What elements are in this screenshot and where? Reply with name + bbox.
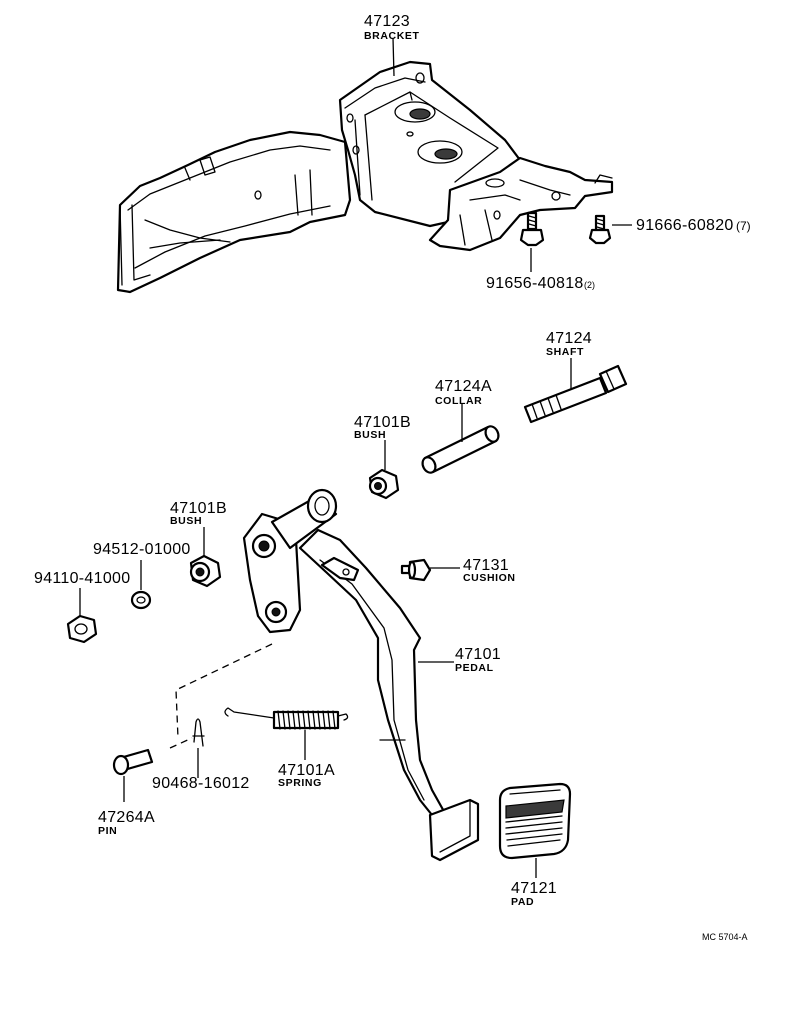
bolt-b-drawing	[519, 211, 545, 247]
cushion-drawing	[400, 558, 432, 582]
shaft-drawing	[523, 364, 628, 424]
bush-left-name: BUSH	[170, 515, 202, 527]
pad-drawing	[498, 782, 572, 860]
pedal-number: 47101	[455, 646, 501, 663]
shaft-number: 47124	[546, 330, 592, 347]
bush-left-number: 47101B	[170, 500, 227, 517]
clip-drawing	[192, 718, 205, 747]
spring-drawing	[224, 707, 349, 730]
nut-number: 94110-41000	[34, 570, 130, 587]
bolt-b-qty: (2)	[584, 280, 595, 290]
alignment-dashed-line-2	[169, 737, 193, 749]
pin-drawing	[112, 748, 154, 776]
bolt-a-qty: (7)	[736, 219, 751, 233]
pedal-drawing	[242, 488, 480, 862]
bolt-b-number: 91656-40818	[486, 275, 584, 292]
bush-top-name: BUSH	[354, 429, 386, 441]
collar-number: 47124A	[435, 378, 492, 395]
spring-name: SPRING	[278, 777, 322, 789]
bracket-name: BRACKET	[364, 30, 420, 42]
drawing-code: MC 5704-A	[702, 932, 748, 942]
washer-number: 94512-01000	[93, 541, 191, 558]
alignment-dashed-line	[175, 643, 273, 739]
collar-name: COLLAR	[435, 395, 482, 407]
pin-name: PIN	[98, 825, 117, 837]
pad-number: 47121	[511, 880, 557, 897]
shaft-name: SHAFT	[546, 346, 584, 358]
bracket-drawing	[116, 60, 614, 294]
bush-top-drawing	[368, 468, 400, 500]
bracket-number: 47123	[364, 13, 410, 30]
nut-drawing	[66, 614, 98, 644]
pedal-name: PEDAL	[455, 662, 494, 674]
washer-drawing	[130, 590, 152, 610]
pin-number: 47264A	[98, 809, 155, 826]
pad-name: PAD	[511, 896, 534, 908]
bush-top-number: 47101B	[354, 414, 411, 431]
collar-drawing	[421, 425, 500, 474]
bolt-a-drawing	[588, 214, 612, 245]
bracket-leader	[392, 37, 395, 77]
bush-left-drawing	[189, 554, 222, 588]
bolt-a-number: 91666-60820	[636, 217, 734, 234]
clip-number: 90468-16012	[152, 775, 250, 792]
spring-number: 47101A	[278, 762, 335, 779]
cushion-number: 47131	[463, 557, 509, 574]
cushion-name: CUSHION	[463, 572, 516, 584]
